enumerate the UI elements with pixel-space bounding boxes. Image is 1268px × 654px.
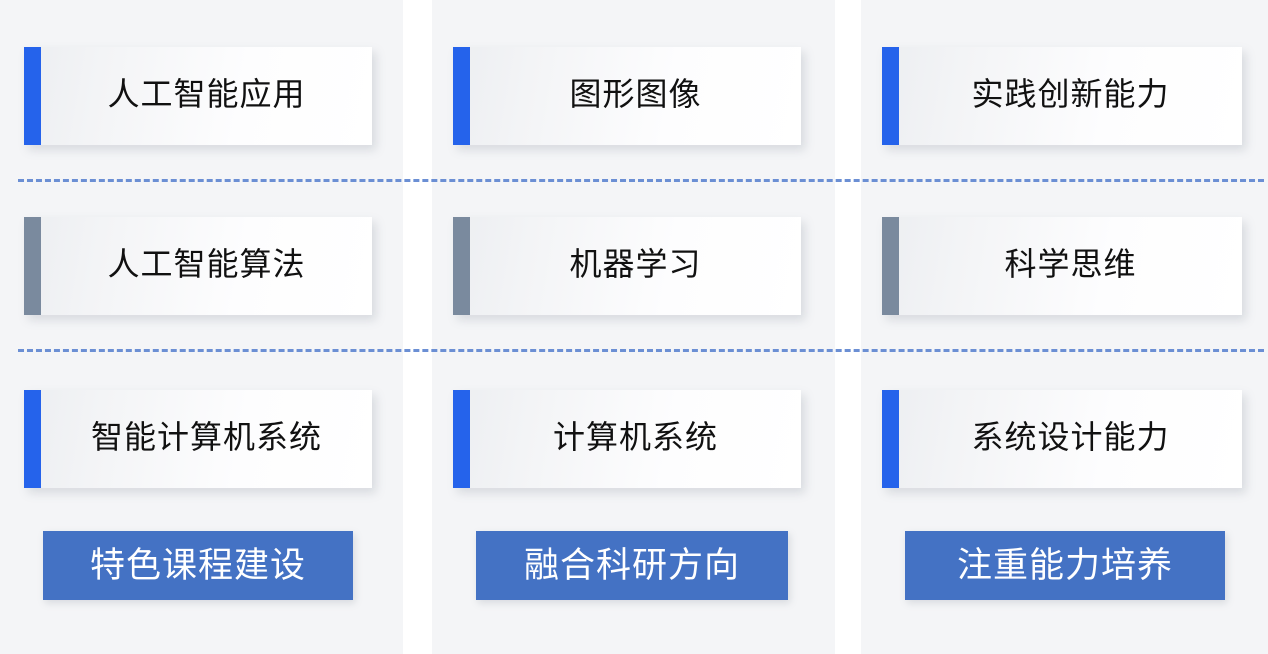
card-row-1: 人工智能应用 图形图像 实践创新能力 <box>0 47 1268 147</box>
card-label: 图形图像 <box>569 76 702 112</box>
card-label: 实践创新能力 <box>971 76 1170 112</box>
card-column2-row2[interactable]: 机器学习 <box>453 217 801 315</box>
accent-bar-icon <box>453 47 470 145</box>
accent-bar-icon <box>24 47 41 145</box>
card-column1-row1[interactable]: 人工智能应用 <box>24 47 372 145</box>
column-banner-label: 特色课程建设 <box>89 546 306 585</box>
card-label: 系统设计能力 <box>971 419 1170 455</box>
card-column3-row2[interactable]: 科学思维 <box>882 217 1242 315</box>
column-banner-label: 注重能力培养 <box>956 546 1173 585</box>
card-label: 科学思维 <box>1004 246 1137 282</box>
accent-bar-icon <box>882 47 899 145</box>
card-column1-row3[interactable]: 智能计算机系统 <box>24 390 372 488</box>
card-row-2: 人工智能算法 机器学习 科学思维 <box>0 217 1268 317</box>
accent-bar-icon <box>453 390 470 488</box>
accent-bar-icon <box>882 390 899 488</box>
column-banner-2[interactable]: 融合科研方向 <box>476 531 788 600</box>
card-column3-row1[interactable]: 实践创新能力 <box>882 47 1242 145</box>
accent-bar-icon <box>453 217 470 315</box>
column-banner-1[interactable]: 特色课程建设 <box>43 531 353 600</box>
card-label: 机器学习 <box>569 246 702 282</box>
card-column1-row2[interactable]: 人工智能算法 <box>24 217 372 315</box>
row-divider-2 <box>18 349 1264 352</box>
accent-bar-icon <box>24 217 41 315</box>
card-row-3: 智能计算机系统 计算机系统 系统设计能力 <box>0 390 1268 490</box>
column-banner-3[interactable]: 注重能力培养 <box>905 531 1225 600</box>
column-banner-label: 融合科研方向 <box>523 546 740 585</box>
card-label: 人工智能算法 <box>107 246 306 282</box>
card-column2-row1[interactable]: 图形图像 <box>453 47 801 145</box>
card-column2-row3[interactable]: 计算机系统 <box>453 390 801 488</box>
card-label: 人工智能应用 <box>107 76 306 112</box>
card-column3-row3[interactable]: 系统设计能力 <box>882 390 1242 488</box>
card-label: 智能计算机系统 <box>90 419 322 455</box>
card-label: 计算机系统 <box>552 419 718 455</box>
accent-bar-icon <box>24 390 41 488</box>
accent-bar-icon <box>882 217 899 315</box>
row-divider-1 <box>18 179 1264 182</box>
